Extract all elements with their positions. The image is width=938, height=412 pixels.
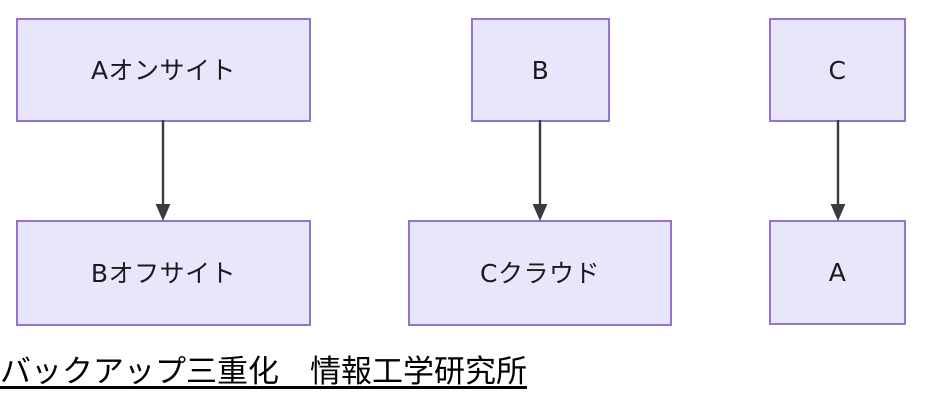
node-label: B xyxy=(531,55,550,85)
node-b[interactable]: B xyxy=(471,18,610,122)
node-label: Cクラウド xyxy=(480,258,600,288)
node-a-onsite[interactable]: Aオンサイト xyxy=(16,18,311,122)
node-label: C xyxy=(828,55,847,85)
node-label: Aオンサイト xyxy=(90,55,237,85)
arrow-a-onsite-to-b-offsite xyxy=(155,120,171,221)
node-c[interactable]: C xyxy=(769,18,906,122)
node-label: A xyxy=(828,258,847,287)
diagram-caption: バックアップ三重化 情報工学研究所 xyxy=(0,352,938,412)
caption-text: バックアップ三重化 情報工学研究所 xyxy=(0,354,527,390)
arrow-b-to-c-cloud xyxy=(532,120,548,221)
node-b-offsite[interactable]: Bオフサイト xyxy=(16,220,311,326)
node-label: Bオフサイト xyxy=(90,258,237,288)
node-a[interactable]: A xyxy=(769,220,906,325)
arrow-c-to-a xyxy=(830,120,846,221)
node-c-cloud[interactable]: Cクラウド xyxy=(408,220,672,326)
